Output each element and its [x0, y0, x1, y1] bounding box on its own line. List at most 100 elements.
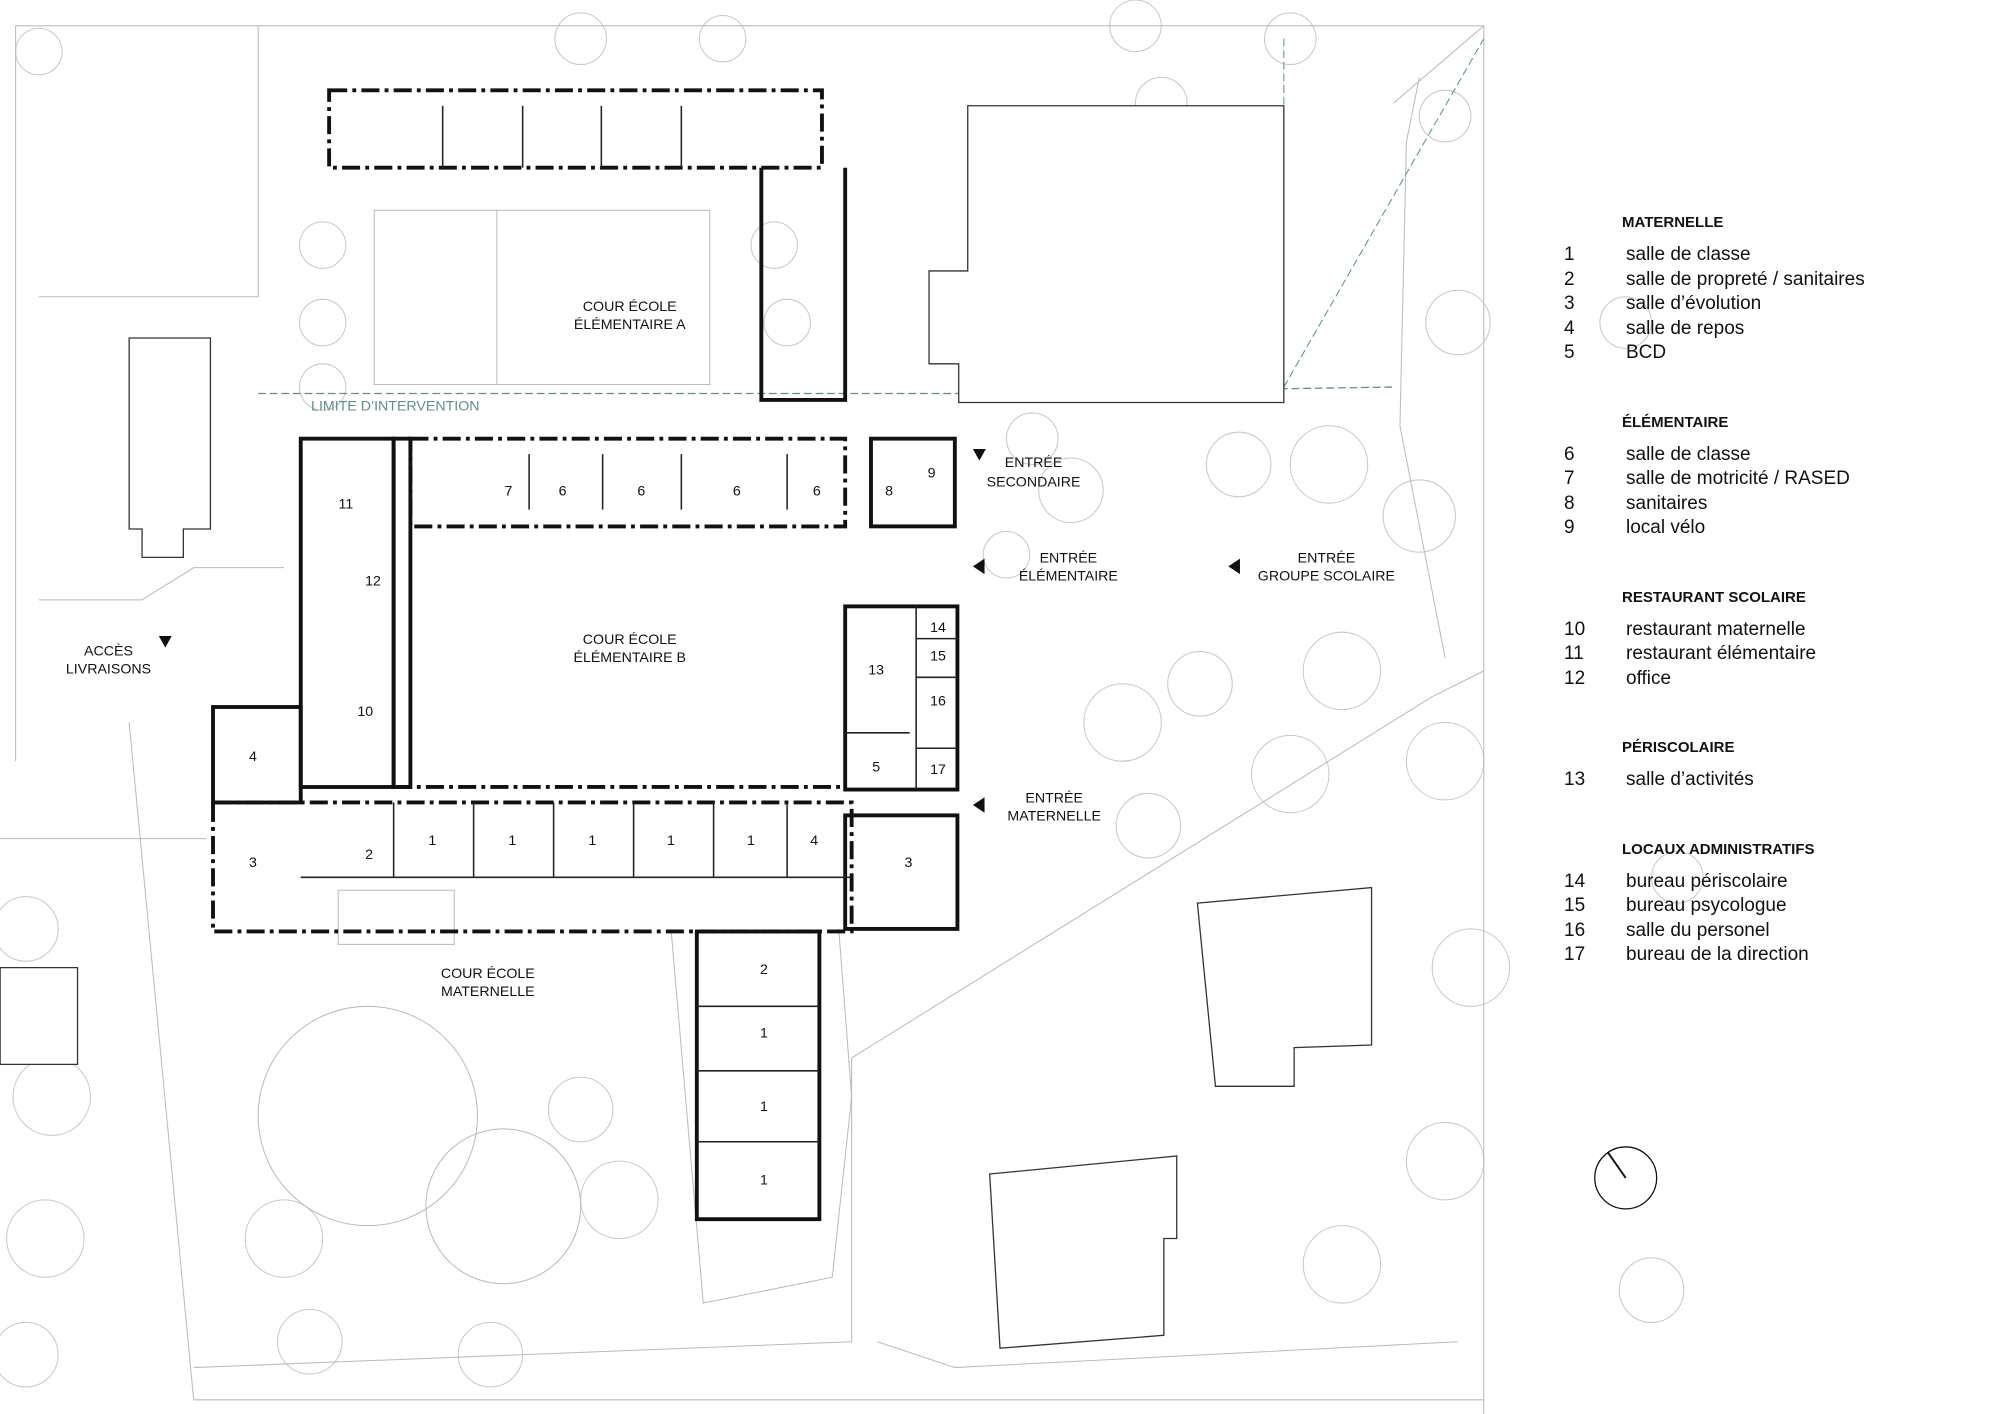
tree-icon	[1425, 289, 1491, 356]
entrance-arrow-icon	[158, 636, 172, 648]
tree-icon	[15, 27, 63, 76]
tree-icon	[298, 363, 347, 411]
tree-icon	[1618, 1257, 1685, 1323]
entrance-arrow-icon	[972, 797, 985, 813]
tree-icon	[1167, 651, 1233, 717]
room-number: 6	[559, 483, 567, 499]
label-entree-groupe: ENTRÉE	[1298, 550, 1356, 567]
legend-item: 8 sanitaires	[1560, 492, 1980, 517]
tree-icon	[1302, 1225, 1382, 1304]
tree-icon	[298, 298, 347, 347]
legend-item: 17 bureau de la direction	[1560, 943, 1980, 968]
room-number: 5	[872, 760, 880, 776]
tree-icon	[1263, 12, 1317, 66]
legend-number: 7	[1564, 468, 1575, 489]
legend-number: 13	[1564, 769, 1586, 790]
room-number: 15	[930, 649, 946, 665]
legend-text: salle d’évolution	[1626, 293, 1762, 314]
legend-heading: ÉLÉMENTAIRE	[1622, 413, 1729, 431]
legend-number: 17	[1564, 944, 1586, 965]
tree-icon	[1038, 457, 1104, 524]
tree-icon	[1382, 479, 1456, 553]
tree-icon	[1005, 412, 1059, 465]
label-cour-a: ÉLÉMENTAIRE A	[574, 316, 686, 333]
legend-text: salle de propreté / sanitaires	[1626, 268, 1865, 290]
legend-group: PÉRISCOLAIRE 13 salle d’activités	[1560, 739, 1980, 793]
tree-icon	[763, 298, 811, 347]
room-number: 12	[365, 574, 381, 590]
room-number: 1	[428, 833, 436, 849]
label-entree-elementaire: ÉLÉMENTAIRE	[1019, 568, 1118, 585]
legend-text: salle de classe	[1626, 443, 1751, 465]
legend-text: sanitaires	[1626, 492, 1708, 514]
tree-icon	[1405, 721, 1485, 801]
room-number: 6	[637, 483, 645, 499]
tree-icon	[1302, 631, 1382, 711]
room-number: 14	[930, 620, 946, 636]
legend-number: 3	[1564, 293, 1575, 314]
room-number: 16	[930, 694, 946, 710]
legend-number: 12	[1564, 667, 1586, 689]
room-number: 2	[365, 847, 373, 863]
legend-text: restaurant maternelle	[1626, 618, 1806, 640]
legend-item: 10 restaurant maternelle	[1560, 618, 1980, 643]
legend-text: salle d’activités	[1626, 769, 1754, 790]
tree-icon	[1083, 683, 1162, 762]
tree-icon	[1418, 89, 1472, 143]
entrance-arrow-icon	[972, 558, 985, 575]
legend-text: salle de motricité / RASED	[1626, 468, 1850, 489]
tree-icon	[0, 896, 59, 962]
legend-number: 10	[1564, 618, 1586, 640]
label-entree-groupe: GROUPE SCOLAIRE	[1258, 569, 1395, 585]
room-number: 2	[760, 962, 768, 978]
legend-text: bureau psycologue	[1626, 895, 1787, 916]
legend-number: 15	[1564, 895, 1586, 916]
legend-text: restaurant élémentaire	[1626, 643, 1817, 664]
room-number: 3	[904, 855, 912, 871]
school-building	[211, 88, 960, 1222]
legend-number: 8	[1564, 492, 1575, 514]
legend-item: 15 bureau psycologue	[1560, 894, 1980, 919]
legend-number: 5	[1564, 342, 1575, 363]
tree-icon	[6, 1199, 85, 1278]
tree-icon	[1205, 431, 1272, 498]
legend-text: salle de classe	[1626, 244, 1751, 265]
legend-text: bureau de la direction	[1626, 944, 1809, 965]
tree-icon	[1431, 928, 1511, 1007]
room-number: 7	[505, 483, 513, 499]
legend-heading: PÉRISCOLAIRE	[1622, 739, 1735, 756]
legend-text: office	[1626, 667, 1672, 689]
legend-text: local vélo	[1626, 517, 1706, 538]
room-number: 1	[667, 833, 675, 849]
legend-text: BCD	[1626, 342, 1667, 363]
room-number: 1	[508, 833, 516, 849]
legend-number: 11	[1564, 643, 1584, 664]
room-number: 1	[760, 1025, 768, 1041]
label-entree-secondaire: SECONDAIRE	[987, 474, 1081, 490]
room-number: 13	[868, 663, 884, 679]
legend-text: bureau périscolaire	[1626, 870, 1788, 892]
tree-icon	[1289, 425, 1369, 504]
legend-item: 3 salle d’évolution	[1560, 292, 1980, 317]
room-number: 4	[249, 749, 257, 765]
entrance-arrow-icon	[972, 448, 986, 461]
legend-item: 11 restaurant élémentaire	[1560, 642, 1980, 667]
tree-icon	[298, 221, 347, 269]
label-acces-livraisons: ACCÈS	[84, 642, 133, 659]
legend-item: 13 salle d’activités	[1560, 768, 1980, 793]
legend-heading: LOCAUX ADMINISTRATIFS	[1622, 840, 1815, 858]
tree-icon	[1651, 850, 1704, 904]
label-entree-elementaire: ENTRÉE	[1040, 550, 1098, 567]
room-number: 17	[930, 762, 946, 778]
intervention-limit-line-east	[1283, 38, 1485, 389]
room-number: 1	[588, 833, 596, 849]
tree-icon	[1405, 1121, 1485, 1201]
